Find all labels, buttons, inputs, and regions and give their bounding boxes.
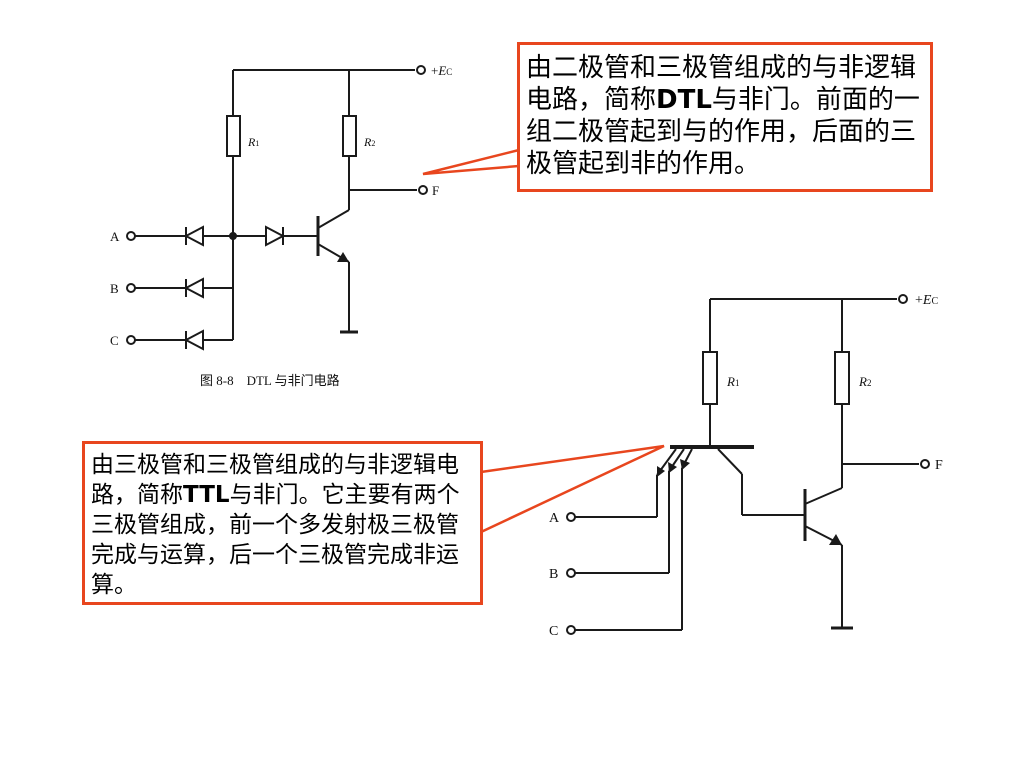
dtl-output-terminal [418, 185, 428, 195]
dtl-explanation-callout: 由二极管和三极管组成的与非逻辑电路，简称DTL与非门。前面的一组二极管起到与的作… [517, 42, 933, 192]
dtl-input-c-terminal [126, 335, 136, 345]
ttl-callout-text-after: 与非门。它主要有两个三极管组成，前一个多发射极三极管完成与运算，后一个三极管完成… [91, 482, 460, 598]
dtl-r1-label: R1 [247, 135, 259, 149]
dtl-resistor-r2 [342, 115, 357, 157]
dtl-input-a-label: A [110, 229, 120, 244]
dtl-r2-label: R2 [363, 135, 375, 149]
dtl-diode-series [265, 225, 286, 247]
dtl-diode-a [183, 225, 204, 247]
ttl-resistor-r2 [834, 351, 850, 405]
dtl-resistor-r1 [226, 115, 241, 157]
dtl-input-c-label: C [110, 333, 119, 348]
dtl-input-a-terminal [126, 231, 136, 241]
dtl-output-label: F [432, 183, 439, 198]
ttl-output-terminal [920, 459, 930, 469]
ttl-resistor-r1 [702, 351, 718, 405]
ttl-supply-label: +EC [915, 293, 938, 308]
dtl-transistor [316, 209, 350, 263]
dtl-callout-pointer [422, 148, 521, 176]
dtl-figure-caption: 图 8-8 DTL 与非门电路 [200, 373, 340, 388]
ttl-supply-terminal [898, 294, 908, 304]
dtl-diode-b [183, 277, 204, 299]
ttl-r1-label: R1 [726, 374, 739, 389]
ttl-multi-emitter-transistor [656, 445, 754, 630]
ttl-input-c-label: C [549, 624, 558, 639]
ttl-callout-text-before: 由三极管和三极管组成的与非逻辑电路，简称 [91, 452, 459, 508]
dtl-input-b-label: B [110, 281, 119, 296]
dtl-input-b-terminal [126, 283, 136, 293]
dtl-callout-text-after: 与非门。前面的一组二极管起到与的作用，后面的三极管起到非的作用。 [526, 85, 920, 179]
dtl-diode-c [183, 329, 204, 351]
ttl-circuit [566, 294, 930, 635]
dtl-supply-terminal [416, 65, 426, 75]
ttl-r2-label: R2 [858, 374, 871, 389]
ttl-input-b-label: B [549, 567, 558, 582]
dtl-supply-label: +EC [431, 63, 452, 78]
ttl-callout-term: TTL [183, 482, 230, 508]
ttl-output-transistor [803, 487, 843, 546]
dtl-circuit [126, 65, 428, 351]
ttl-input-c-terminal [566, 625, 576, 635]
ttl-labels: +EC R1 R2 F A B C [549, 293, 943, 639]
dtl-callout-text-before: 由二极管和三极管组成的与非逻辑电路，简称 [526, 53, 917, 115]
ttl-explanation-callout: 由三极管和三极管组成的与非逻辑电路，简称TTL与非门。它主要有两个三极管组成，前… [82, 441, 483, 605]
ttl-output-label: F [935, 458, 943, 473]
ttl-input-a-terminal [566, 512, 576, 522]
dtl-callout-term: DTL [656, 85, 712, 115]
ttl-input-a-label: A [549, 511, 560, 526]
ttl-input-b-terminal [566, 568, 576, 578]
dtl-labels: +EC R1 R2 F A B C 图 8-8 DTL 与非门电路 [110, 63, 452, 388]
